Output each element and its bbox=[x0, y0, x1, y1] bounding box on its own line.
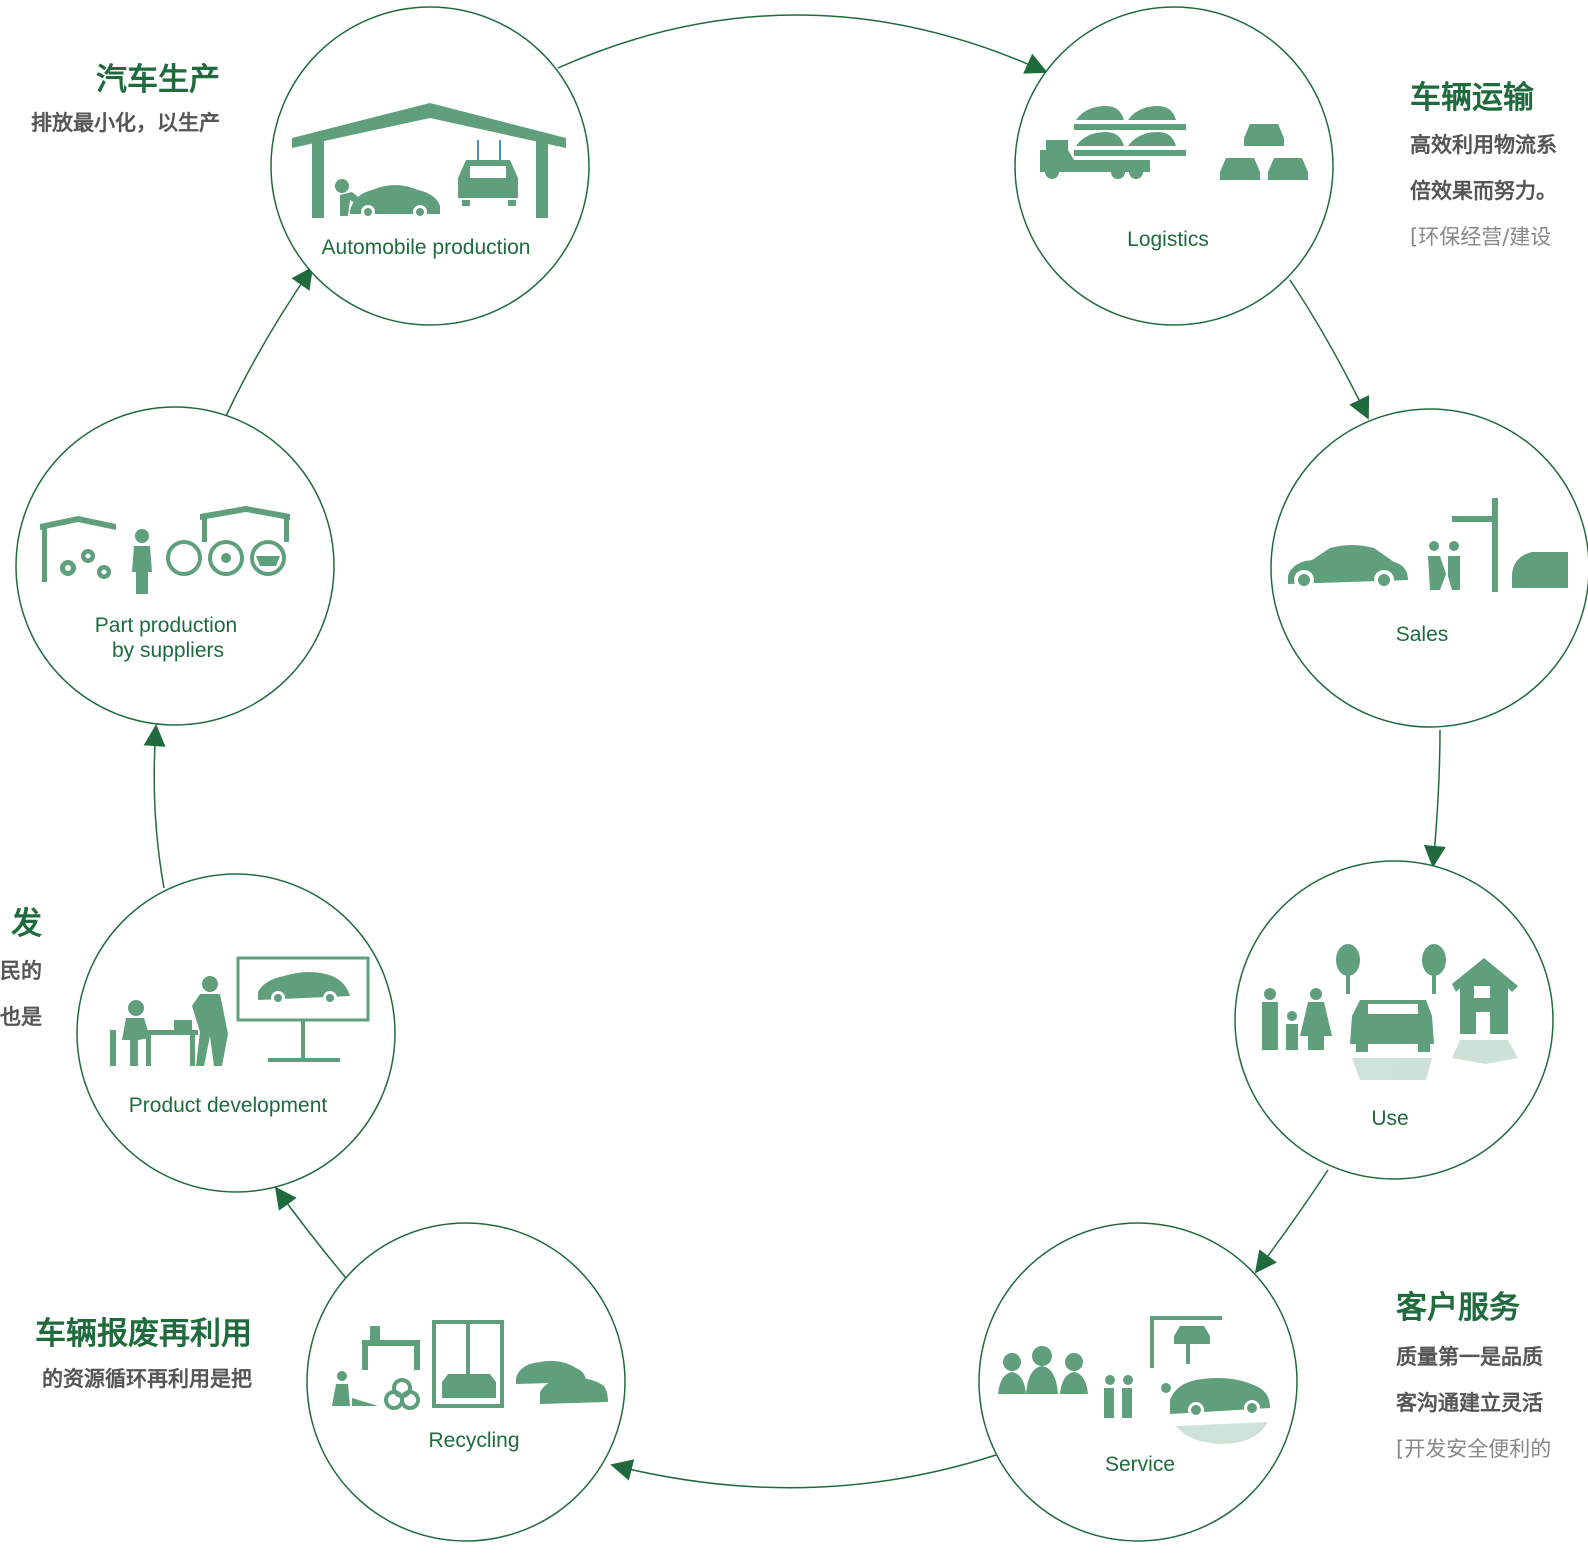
node-part-production: Part production by suppliers bbox=[15, 406, 335, 726]
text-line-auto-production-1: 排放最小化，以生产 bbox=[31, 111, 220, 135]
text-line-vehicle-transport-1: 高效利用物流系 bbox=[1410, 133, 1557, 157]
node-label-service: Service bbox=[1105, 1453, 1175, 1476]
text-title-development: 发 bbox=[11, 906, 42, 942]
node-sales: Sales bbox=[1270, 408, 1588, 728]
arrow-logistics-to-sales bbox=[1289, 279, 1370, 420]
text-title-vehicle-transport: 车辆运输 bbox=[1410, 80, 1534, 116]
text-line-customer-service-1: 质量第一是品质 bbox=[1396, 1345, 1543, 1369]
text-block-auto-production: 汽车生产 排放最小化，以生产 bbox=[31, 54, 220, 135]
car-carrier-truck-icon bbox=[1040, 106, 1308, 180]
mechanic-service-icon bbox=[998, 1316, 1270, 1444]
designer-desk-icon bbox=[110, 956, 370, 1066]
text-line-scrap-reuse-1: 的资源循环再利用是把 bbox=[42, 1367, 252, 1391]
text-note-customer-service: [开发安全便利的 bbox=[1396, 1437, 1552, 1461]
text-block-vehicle-transport: 车辆运输 高效利用物流系 倍效果而努力。 [环保经营/建设 bbox=[1410, 72, 1557, 249]
node-use: Use bbox=[1234, 860, 1554, 1180]
node-service: Service bbox=[978, 1222, 1298, 1542]
text-line-vehicle-transport-2: 倍效果而努力。 bbox=[1410, 179, 1557, 203]
node-label-part-production-line1: Part production bbox=[95, 614, 237, 637]
text-title-auto-production: 汽车生产 bbox=[96, 62, 220, 98]
node-label-product-development: Product development bbox=[129, 1094, 328, 1117]
arrow-service-to-recycling bbox=[610, 1454, 997, 1489]
text-block-customer-service: 客户服务 质量第一是品质 客沟通建立灵活 [开发安全便利的 bbox=[1396, 1282, 1551, 1461]
family-car-house-icon bbox=[1262, 944, 1518, 1080]
node-label-use: Use bbox=[1371, 1107, 1408, 1130]
arrow-use-to-service bbox=[1254, 1169, 1329, 1274]
arrow-recycling-to-development bbox=[274, 1186, 347, 1279]
text-title-scrap-reuse: 车辆报废再利用 bbox=[35, 1316, 252, 1352]
text-block-scrap-reuse: 车辆报废再利用 的资源循环再利用是把 bbox=[35, 1308, 252, 1391]
cycle-arrows bbox=[143, 14, 1446, 1489]
factory-car-icon bbox=[292, 103, 566, 219]
text-line-customer-service-2: 客沟通建立灵活 bbox=[1396, 1391, 1543, 1415]
arrow-sales-to-use bbox=[1423, 729, 1446, 868]
text-note-vehicle-transport: [环保经营/建设 bbox=[1410, 225, 1552, 249]
recycling-plant-icon bbox=[332, 1320, 608, 1410]
car-dealer-handshake-icon bbox=[1288, 498, 1568, 592]
node-automobile-production: Automobile production bbox=[270, 6, 590, 326]
node-product-development: Product development bbox=[76, 873, 396, 1193]
text-line-development-1: 民的 bbox=[0, 959, 42, 983]
node-label-recycling: Recycling bbox=[428, 1429, 519, 1452]
arrow-parts-to-production bbox=[225, 266, 314, 417]
node-label-sales: Sales bbox=[1396, 623, 1449, 646]
text-line-development-2: 也是 bbox=[0, 1005, 42, 1029]
node-label-automobile-production: Automobile production bbox=[322, 236, 531, 259]
text-title-customer-service: 客户服务 bbox=[1396, 1290, 1520, 1326]
arrow-development-to-parts bbox=[143, 724, 166, 889]
node-label-part-production-line2: by suppliers bbox=[112, 639, 224, 662]
gears-parts-icon bbox=[40, 506, 290, 594]
text-block-development: 发 民的 也是 bbox=[0, 898, 42, 1029]
node-logistics: Logistics bbox=[1014, 6, 1334, 326]
node-label-logistics: Logistics bbox=[1127, 228, 1209, 251]
arrow-production-to-logistics bbox=[557, 14, 1048, 74]
node-recycling: Recycling bbox=[306, 1222, 626, 1542]
